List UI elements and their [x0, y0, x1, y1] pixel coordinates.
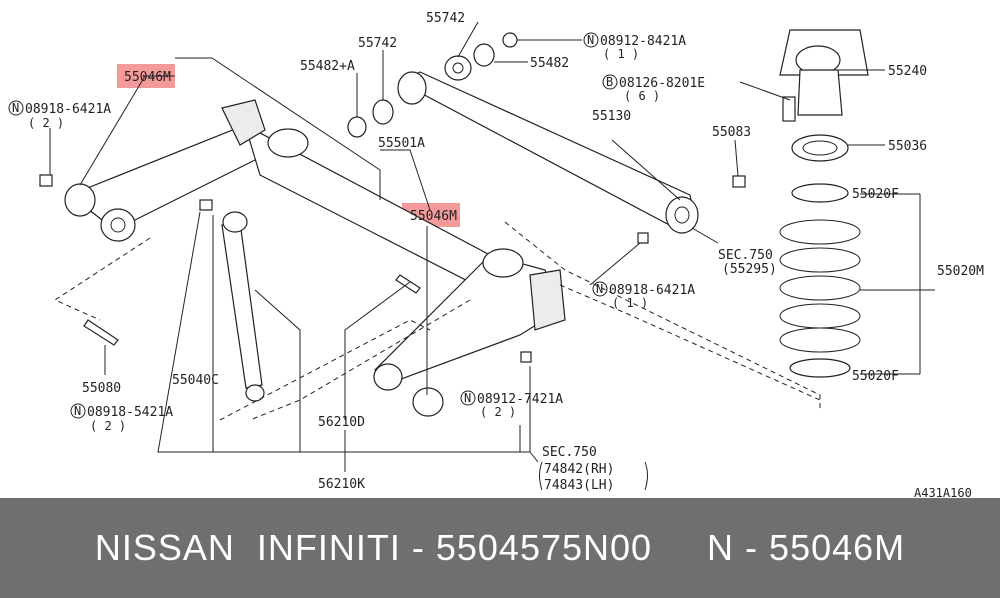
n-symbol-08918-6421a-upper-text: N [12, 101, 19, 115]
label-08918-5421a-qty: ( 2 ) [90, 419, 126, 433]
label-55046m-upper: 55046M [124, 70, 171, 85]
upper-link-arm [397, 71, 699, 234]
label-55036: 55036 [888, 139, 927, 154]
label-08912-7421a-qty: ( 2 ) [480, 405, 516, 419]
label-sec750-lower-lh: 74843(LH) [544, 478, 614, 493]
label-55020m: 55020M [937, 264, 984, 279]
n-symbol-08912-8421a-text: N [587, 33, 594, 47]
bracket-sec750-right [644, 461, 648, 491]
label-08912-7421a: 08912-7421A [477, 392, 563, 407]
diagram-code: A431A160 [914, 486, 972, 498]
n-symbol-08918-5421a-text: N [74, 404, 81, 418]
leader-lines [49, 21, 935, 472]
label-55482: 55482 [530, 56, 569, 71]
label-56210k: 56210K [318, 477, 365, 492]
label-55083: 55083 [712, 125, 751, 140]
n-symbol-08918-6421a-upper [8, 100, 24, 116]
label-55482a: 55482+A [300, 59, 355, 74]
label-55240: 55240 [888, 64, 927, 79]
coil-spring [779, 183, 861, 378]
label-sec750-upper: SEC.750 [718, 248, 773, 263]
label-55046m-middle: 55046M [410, 209, 457, 224]
label-55040c: 55040C [172, 373, 219, 388]
shock-absorber [221, 211, 265, 402]
bolts-and-nuts [39, 96, 796, 363]
label-55020f-bottom: 55020F [852, 369, 899, 384]
label-55080: 55080 [82, 381, 121, 396]
b-symbol-08126-text: B [606, 75, 613, 89]
bracket-sec750 [539, 461, 543, 491]
n-symbol-08912-7421a-text: N [464, 391, 471, 405]
bushing-55742 [347, 32, 518, 138]
label-sec750-lower-rh: 74842(RH) [544, 462, 614, 477]
label-08918-6421a-right-qty: ( 1 ) [612, 296, 648, 310]
n-symbol-08918-6421a-right-text: N [596, 282, 603, 296]
n-symbol-08912-7421a [460, 390, 476, 406]
label-08912-8421a-qty: ( 1 ) [603, 47, 639, 61]
parts-diagram: 55742 55742 55482+A 55482 N 08912-8421A … [8, 11, 984, 498]
label-08126-8201e-qty: ( 6 ) [624, 89, 660, 103]
label-55742: 55742 [358, 36, 397, 51]
suspension-beam-axle [64, 99, 566, 417]
label-55742-top: 55742 [426, 11, 465, 26]
label-56210d: 56210D [318, 415, 365, 430]
n-symbol-08912-8421a [583, 32, 599, 48]
part-number-footer: NISSAN INFINITI - 5504575N00 N - 55046M [0, 498, 1000, 598]
label-55501a: 55501A [378, 136, 425, 151]
label-55130: 55130 [592, 109, 631, 124]
label-08126-8201e: 08126-8201E [619, 76, 705, 91]
label-08918-5421a: 08918-5421A [87, 405, 173, 420]
label-08918-6421a-upper: 08918-6421A [25, 102, 111, 117]
label-08918-6421a-upper-qty: ( 2 ) [28, 116, 64, 130]
label-sec750-lower: SEC.750 [542, 445, 597, 460]
label-sec750-upper-ref: (55295) [722, 262, 777, 277]
n-symbol-08918-5421a [70, 403, 86, 419]
dashed-reference-lines [53, 221, 821, 421]
label-08918-6421a-right: 08918-6421A [609, 283, 695, 298]
bump-stop-mount [779, 29, 869, 162]
b-symbol-08126 [602, 74, 618, 90]
n-symbol-08918-6421a-right [592, 281, 608, 297]
label-08912-8421a: 08912-8421A [600, 34, 686, 49]
label-55020f-top: 55020F [852, 187, 899, 202]
